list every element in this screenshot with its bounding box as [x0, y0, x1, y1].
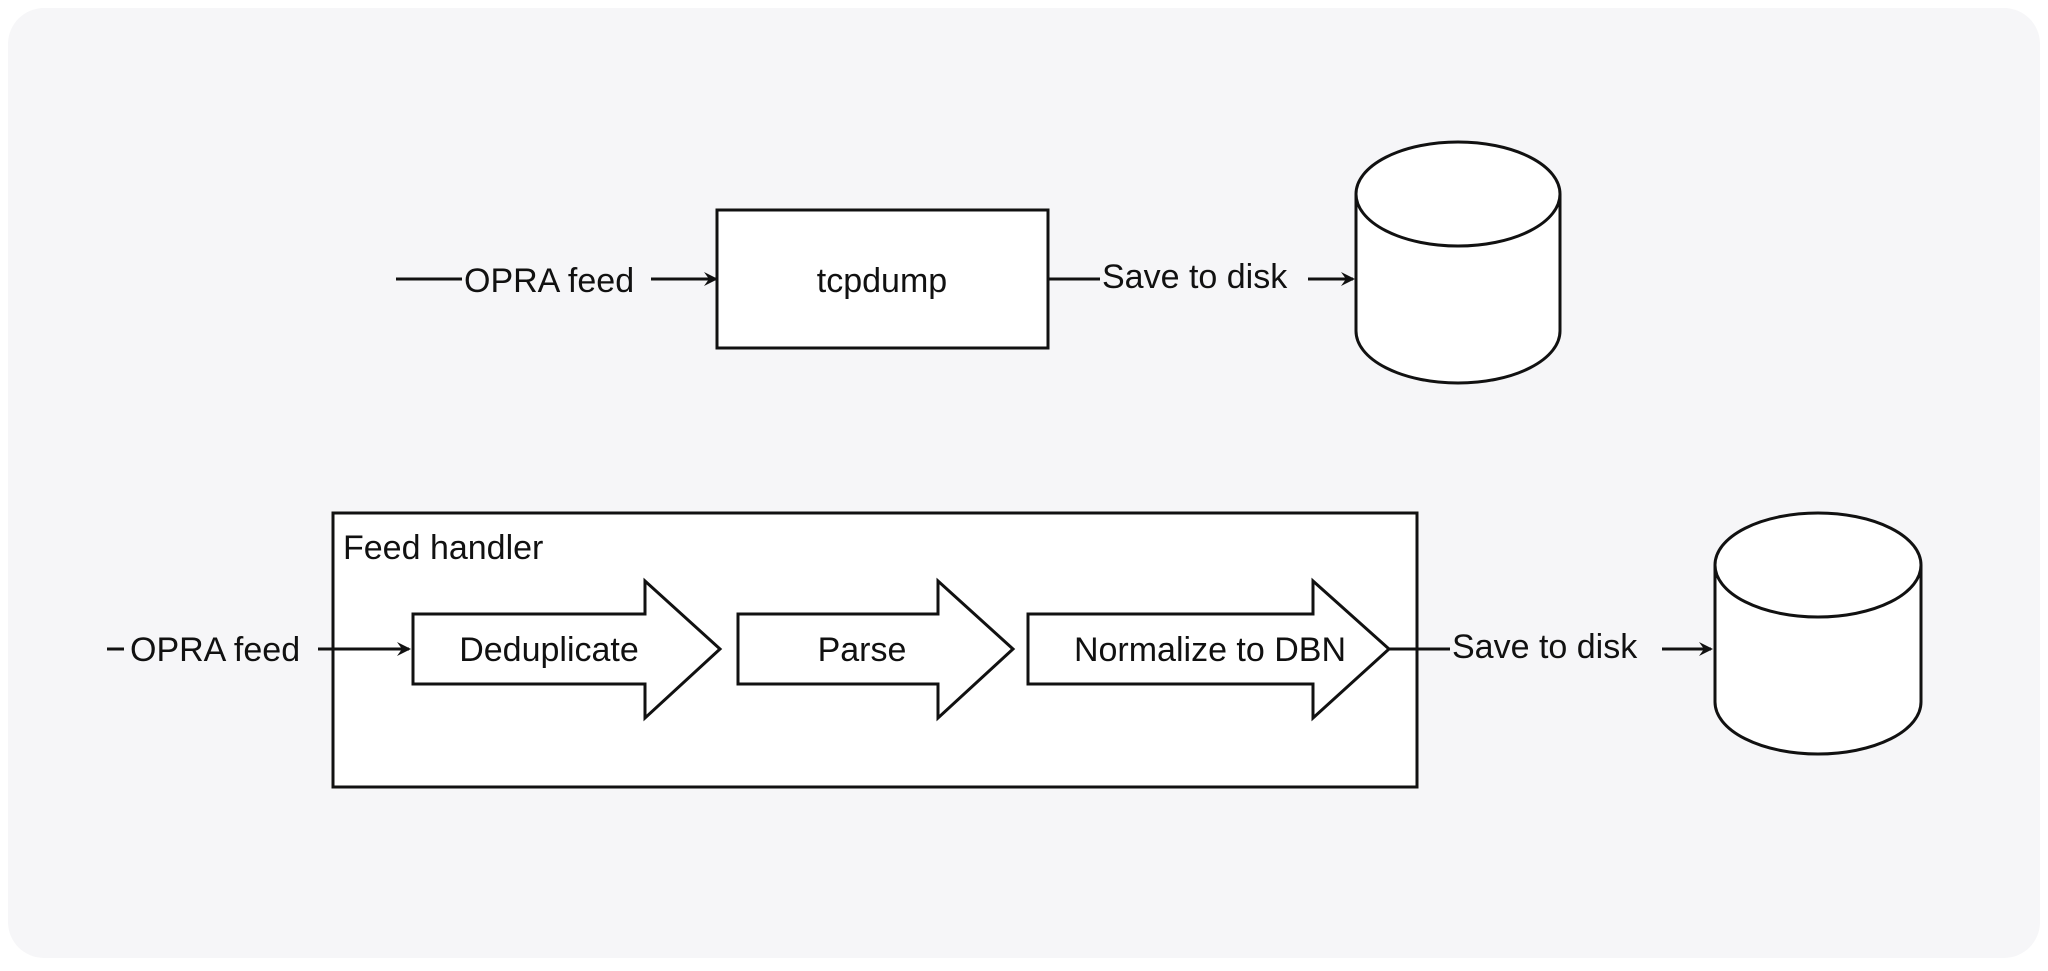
top-output-label: Save to disk — [1102, 258, 1288, 296]
bottom-input-label: OPRA feed — [130, 631, 300, 669]
step-label: Normalize to DBN — [1074, 631, 1346, 669]
step-label: Deduplicate — [459, 631, 639, 669]
top-input-label: OPRA feed — [464, 262, 634, 300]
tcpdump-label: tcpdump — [817, 262, 947, 300]
parse-arrow-shape — [736, 577, 1016, 722]
step-label: Parse — [818, 631, 907, 669]
step-normalize-to-dbn: Normalize to DBN — [1026, 577, 1392, 722]
database-cylinder-icon — [1354, 140, 1562, 385]
top-flow: OPRA feed tcpdump Save to disk — [396, 140, 1562, 385]
step-parse: Parse — [736, 577, 1016, 722]
tcpdump-box — [715, 208, 1050, 350]
step-deduplicate: Deduplicate — [411, 577, 723, 722]
bottom-flow: Feed handler OPRA feed Deduplicate Parse… — [107, 511, 1923, 789]
database-cylinder-icon — [1713, 511, 1923, 756]
bottom-output-label: Save to disk — [1452, 628, 1638, 666]
feed-handler-label: Feed handler — [343, 529, 543, 567]
deduplicate-arrow-shape — [411, 577, 723, 722]
normalize-arrow-shape — [1026, 577, 1392, 722]
diagram-background — [8, 8, 2040, 958]
